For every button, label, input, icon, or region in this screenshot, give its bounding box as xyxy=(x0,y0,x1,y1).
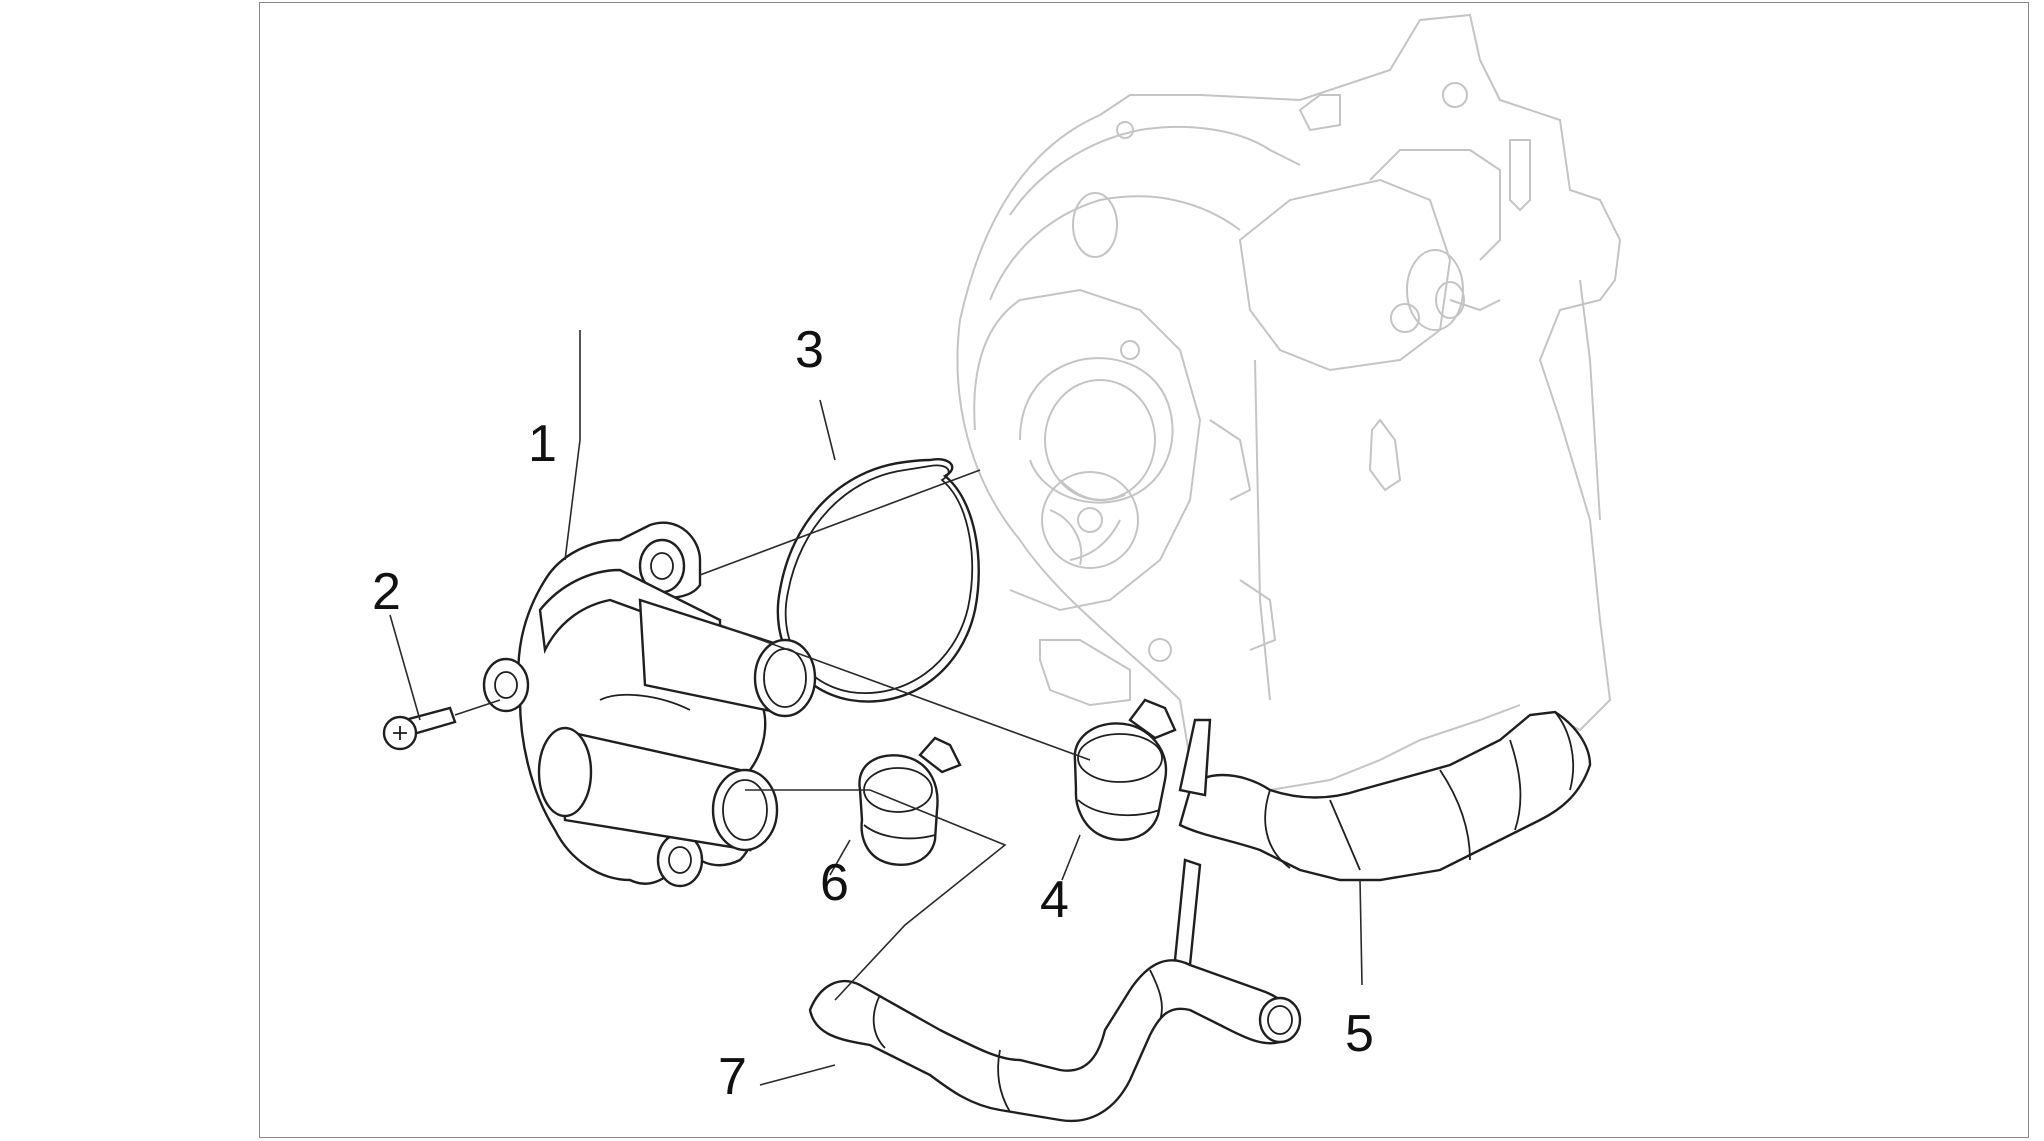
leader-lines xyxy=(389,330,1363,1086)
callout-5: 5 xyxy=(1345,1005,1374,1063)
o-ring-seal xyxy=(776,458,980,703)
hose-clamp-small xyxy=(858,736,962,867)
engine-housing xyxy=(956,13,1622,792)
callout-7: 7 xyxy=(718,1048,747,1106)
callout-3: 3 xyxy=(795,321,824,379)
coolant-hose-main xyxy=(1173,710,1592,967)
water-pump-impeller xyxy=(1041,471,1139,569)
callout-6: 6 xyxy=(820,854,849,912)
callout-2: 2 xyxy=(372,563,401,621)
diagram-frame xyxy=(259,2,2029,1138)
screw xyxy=(382,706,457,751)
hose-clamp-large xyxy=(1073,698,1177,842)
callout-1: 1 xyxy=(528,415,557,473)
callout-4: 4 xyxy=(1040,871,1069,929)
callout-labels: 1 2 3 4 5 6 7 xyxy=(372,321,1374,1106)
water-pump-cover xyxy=(482,521,817,888)
coolant-hose-lower xyxy=(808,959,1302,1123)
